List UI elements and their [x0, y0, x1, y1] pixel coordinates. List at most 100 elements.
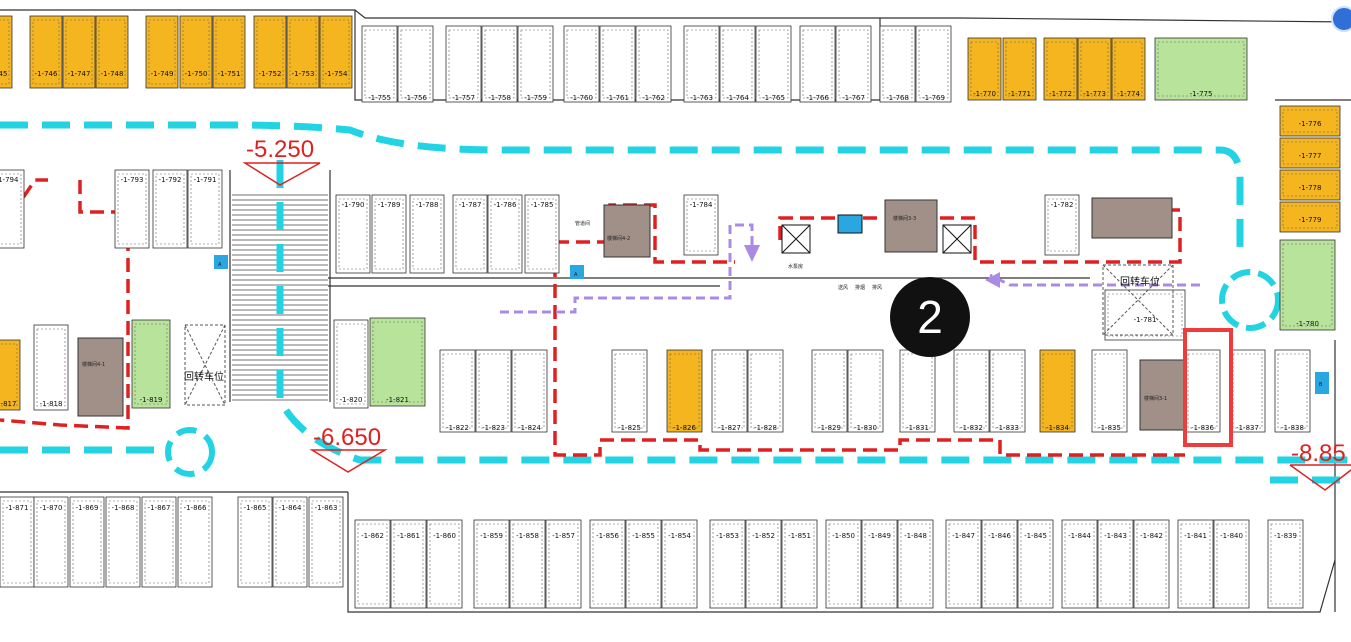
parking-slot[interactable]: -1-821 [369, 317, 426, 407]
parking-slot[interactable]: -1-837 [1229, 349, 1266, 433]
parking-slot[interactable]: -1-851 [781, 519, 818, 609]
parking-slot[interactable]: -1-762 [635, 25, 672, 103]
parking-slot[interactable]: -1-751 [212, 15, 246, 89]
parking-slot[interactable]: -1-868 [105, 496, 141, 588]
parking-slot[interactable]: -1-866 [177, 496, 213, 588]
parking-slot[interactable]: -1-772 [1043, 37, 1078, 101]
highlighted-slot-box[interactable] [1183, 328, 1233, 447]
parking-slot[interactable]: -1-838 [1274, 349, 1311, 433]
parking-slot[interactable]: -1-827 [711, 349, 748, 433]
parking-slot[interactable]: -1-819 [131, 319, 171, 409]
parking-slot[interactable]: -1-862 [354, 519, 391, 609]
parking-slot[interactable]: -1-822 [439, 349, 476, 433]
parking-slot[interactable]: -1-834 [1039, 349, 1076, 433]
parking-slot[interactable]: -1-856 [589, 519, 626, 609]
parking-slot[interactable]: -1-848 [897, 519, 934, 609]
parking-slot[interactable]: -1-843 [1097, 519, 1134, 609]
parking-slot[interactable]: -1-850 [825, 519, 862, 609]
parking-slot[interactable]: -1-830 [847, 349, 884, 433]
parking-slot[interactable]: -1-780 [1279, 239, 1336, 331]
parking-slot[interactable]: -1-759 [517, 25, 554, 103]
parking-slot[interactable]: -1-763 [683, 25, 720, 103]
parking-slot[interactable]: -1-770 [967, 37, 1002, 101]
parking-slot[interactable]: -1-774 [1111, 37, 1146, 101]
parking-slot[interactable]: -1-758 [481, 25, 518, 103]
parking-slot[interactable]: -1-854 [661, 519, 698, 609]
parking-slot[interactable]: -1-765 [755, 25, 792, 103]
parking-slot[interactable]: -1-844 [1061, 519, 1098, 609]
parking-slot[interactable]: -1-768 [879, 25, 916, 103]
parking-slot[interactable]: -1-863 [308, 496, 344, 588]
parking-slot[interactable]: -1-788 [409, 194, 445, 274]
parking-slot[interactable]: -1-769 [915, 25, 952, 103]
parking-slot[interactable]: -1-753 [286, 15, 320, 89]
parking-slot[interactable]: -1-750 [179, 15, 213, 89]
parking-slot[interactable]: -1-776 [1279, 105, 1341, 137]
parking-slot[interactable]: -1-794 [0, 169, 25, 249]
parking-slot[interactable]: -1-781 [1104, 289, 1186, 341]
parking-slot[interactable]: -1-782 [1044, 194, 1080, 256]
parking-slot[interactable]: -1-793 [114, 169, 150, 249]
parking-slot[interactable]: -1-771 [1002, 37, 1037, 101]
parking-slot[interactable]: -1-847 [945, 519, 982, 609]
parking-slot[interactable]: -1-779 [1279, 201, 1341, 233]
parking-slot[interactable]: -1-860 [426, 519, 463, 609]
parking-slot[interactable]: -1-870 [33, 496, 69, 588]
parking-slot[interactable]: -1-767 [835, 25, 872, 103]
parking-slot[interactable]: -1-760 [563, 25, 600, 103]
parking-slot[interactable]: -1-855 [625, 519, 662, 609]
parking-slot[interactable]: -1-869 [69, 496, 105, 588]
parking-slot[interactable]: -1-790 [335, 194, 371, 274]
parking-slot[interactable]: -1-755 [361, 25, 398, 103]
parking-slot[interactable]: -1-845 [1017, 519, 1054, 609]
parking-slot[interactable]: -1-852 [745, 519, 782, 609]
parking-slot[interactable]: -1-773 [1077, 37, 1112, 101]
parking-slot[interactable]: -1-778 [1279, 169, 1341, 201]
parking-slot[interactable]: -1-791 [187, 169, 223, 249]
parking-slot[interactable]: -1-775 [1154, 37, 1248, 101]
parking-slot[interactable]: -1-820 [333, 319, 369, 409]
parking-slot[interactable]: -1-859 [473, 519, 510, 609]
parking-slot[interactable]: -1-756 [397, 25, 434, 103]
parking-slot[interactable]: -1-764 [719, 25, 756, 103]
parking-slot[interactable]: -1-871 [0, 496, 35, 588]
parking-slot[interactable]: -1-824 [511, 349, 548, 433]
parking-slot[interactable]: -1-846 [981, 519, 1018, 609]
parking-slot[interactable]: -1-840 [1213, 519, 1250, 609]
parking-slot[interactable]: -1-841 [1177, 519, 1214, 609]
parking-slot[interactable]: -1-829 [811, 349, 848, 433]
parking-slot[interactable]: -1-823 [475, 349, 512, 433]
parking-slot[interactable]: -1-825 [611, 349, 648, 433]
parking-slot[interactable]: -1-766 [799, 25, 836, 103]
parking-slot[interactable]: -1-747 [62, 15, 96, 89]
parking-slot[interactable]: -1-789 [371, 194, 407, 274]
parking-slot[interactable]: -1-842 [1133, 519, 1170, 609]
parking-slot[interactable]: -1-839 [1267, 519, 1304, 609]
parking-slot[interactable]: -1-748 [95, 15, 129, 89]
parking-slot[interactable]: -1-792 [152, 169, 188, 249]
parking-slot[interactable]: -1-818 [33, 324, 69, 411]
parking-slot[interactable]: -1-867 [141, 496, 177, 588]
map-view-toggle-icon[interactable] [1331, 6, 1351, 32]
parking-slot[interactable]: -1-835 [1091, 349, 1128, 433]
parking-slot[interactable]: -1-745 [0, 15, 13, 89]
parking-slot[interactable]: -1-857 [545, 519, 582, 609]
parking-slot[interactable]: -1-752 [253, 15, 287, 89]
parking-slot[interactable]: -1-787 [452, 194, 488, 274]
parking-slot[interactable]: -1-861 [390, 519, 427, 609]
parking-slot[interactable]: -1-826 [666, 349, 703, 433]
parking-slot[interactable]: -1-853 [709, 519, 746, 609]
parking-slot[interactable]: -1-836 [1184, 349, 1221, 433]
parking-slot[interactable]: -1-749 [145, 15, 179, 89]
parking-slot[interactable]: -1-746 [29, 15, 63, 89]
parking-slot[interactable]: -1-865 [237, 496, 273, 588]
parking-slot[interactable]: -1-784 [683, 194, 719, 256]
parking-slot[interactable]: -1-864 [272, 496, 308, 588]
location-marker[interactable] [890, 277, 970, 357]
parking-slot[interactable]: -1-785 [524, 194, 560, 274]
parking-slot[interactable]: -1-858 [509, 519, 546, 609]
parking-slot[interactable]: -1-761 [599, 25, 636, 103]
parking-slot[interactable]: -1-849 [861, 519, 898, 609]
parking-slot[interactable]: -1-777 [1279, 137, 1341, 169]
parking-slot[interactable]: -1-833 [989, 349, 1026, 433]
